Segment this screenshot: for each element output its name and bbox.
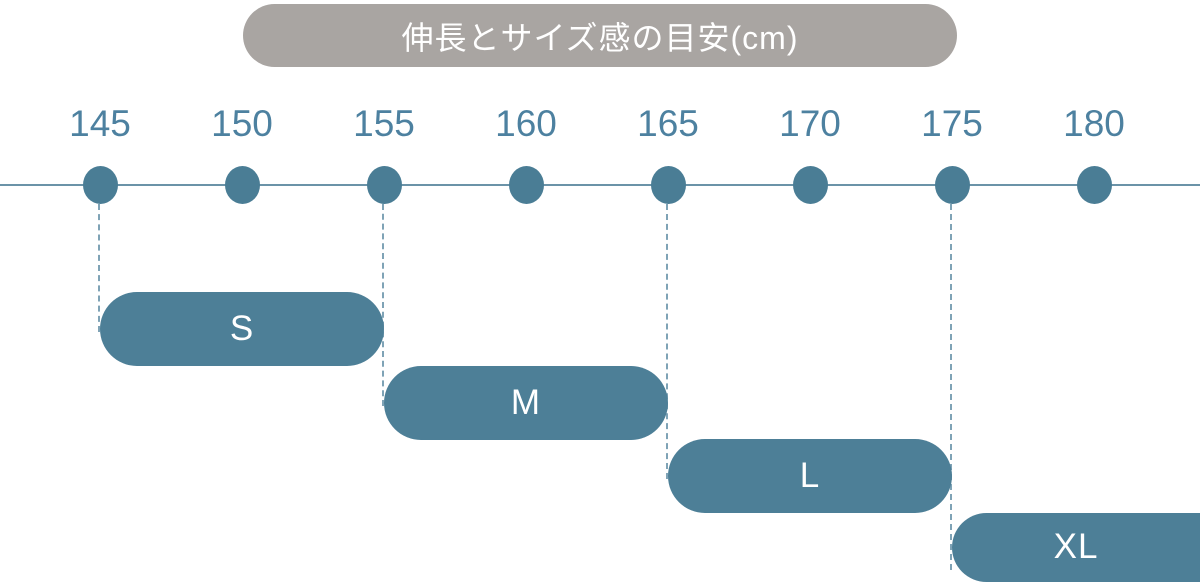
axis-tick-label-165: 165 bbox=[637, 103, 699, 144]
axis-tick-label-175: 175 bbox=[921, 103, 983, 144]
axis-dot-170 bbox=[792, 166, 828, 204]
axis-tick-label-160: 160 bbox=[495, 103, 557, 144]
size-bar-label-L: L bbox=[799, 456, 821, 495]
guide-line-155 bbox=[382, 204, 384, 406]
axis-line bbox=[0, 184, 1200, 186]
axis-dot-165 bbox=[650, 166, 686, 204]
axis-tick-label-170: 170 bbox=[779, 103, 841, 144]
guide-line-175 bbox=[950, 204, 952, 570]
axis-dot-155 bbox=[366, 166, 402, 204]
size-bar-XL: XL bbox=[952, 512, 1200, 582]
axis-tick-label-180: 180 bbox=[1063, 103, 1125, 144]
size-bar-L: L bbox=[668, 439, 952, 513]
guide-line-145 bbox=[98, 204, 100, 332]
axis-tick-label-145: 145 bbox=[69, 103, 131, 144]
size-bar-label-S: S bbox=[229, 309, 255, 348]
chart-title: 伸長とサイズ感の目安(cm) bbox=[243, 4, 957, 67]
guide-line-165 bbox=[666, 204, 668, 479]
size-bar-S: S bbox=[100, 292, 384, 366]
axis-tick-label-155: 155 bbox=[353, 103, 415, 144]
axis-dot-180 bbox=[1076, 166, 1112, 204]
axis-tick-label-150: 150 bbox=[211, 103, 273, 144]
size-bar-label-M: M bbox=[510, 382, 542, 422]
axis-dot-150 bbox=[224, 166, 260, 204]
axis-dot-160 bbox=[508, 166, 544, 204]
size-bar-label-XL: XL bbox=[1053, 527, 1099, 566]
size-bar-M: M bbox=[384, 365, 668, 440]
axis-dot-145 bbox=[82, 166, 118, 204]
axis-dot-175 bbox=[934, 166, 970, 204]
